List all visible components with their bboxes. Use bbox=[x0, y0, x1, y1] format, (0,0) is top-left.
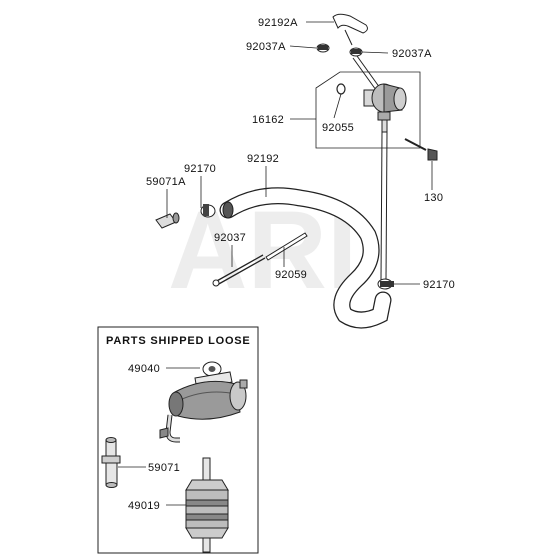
parts-shipped-loose-title: PARTS SHIPPED LOOSE bbox=[106, 335, 251, 347]
label-49040: 49040 bbox=[128, 363, 160, 375]
clamp-92037A-right bbox=[349, 47, 363, 57]
label-92170-top: 92170 bbox=[184, 163, 216, 175]
clamp-92170-top bbox=[200, 204, 216, 218]
label-92037A-right: 92037A bbox=[392, 48, 432, 60]
group-bracket-16162 bbox=[315, 71, 421, 149]
label-130: 130 bbox=[424, 192, 443, 204]
label-59071: 59071 bbox=[148, 462, 180, 474]
fitting-59071 bbox=[101, 437, 121, 488]
fitting-59071A bbox=[155, 212, 180, 229]
fuel-filter-49019 bbox=[185, 457, 229, 553]
label-92192: 92192 bbox=[247, 153, 279, 165]
label-92059: 92059 bbox=[275, 269, 307, 281]
label-92037A-left: 92037A bbox=[246, 41, 286, 53]
o-ring-92055 bbox=[336, 83, 346, 95]
label-92170-right: 92170 bbox=[423, 279, 455, 291]
label-49019: 49019 bbox=[128, 500, 160, 512]
parts-shipped-loose-box bbox=[97, 326, 259, 554]
label-59071A: 59071A bbox=[146, 176, 186, 188]
label-92192A: 92192A bbox=[258, 17, 298, 29]
hose-92059 bbox=[265, 232, 308, 261]
clamp-92170-right bbox=[377, 278, 394, 290]
clamp-92037 bbox=[212, 254, 266, 287]
label-16162: 16162 bbox=[252, 114, 284, 126]
label-92055: 92055 bbox=[322, 122, 354, 134]
fuel-pump-49040 bbox=[159, 361, 248, 443]
bolt-130 bbox=[404, 138, 438, 161]
hose-92192A bbox=[332, 13, 368, 46]
fuel-pressure-regulator-16162 bbox=[363, 83, 407, 133]
clamp-92037A-left bbox=[316, 43, 330, 53]
label-92037: 92037 bbox=[214, 232, 246, 244]
